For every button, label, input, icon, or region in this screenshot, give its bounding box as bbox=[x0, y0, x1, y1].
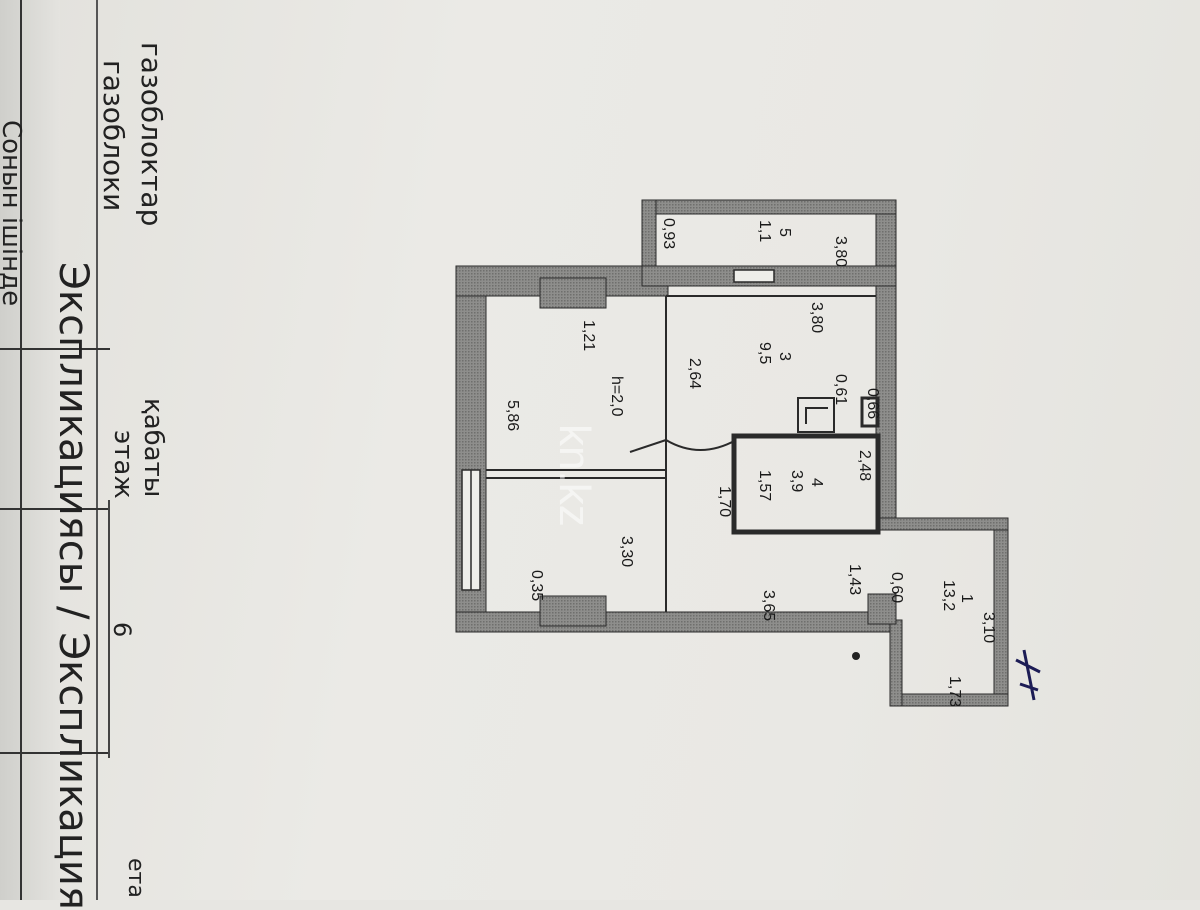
room-area: 13,2 bbox=[940, 580, 957, 611]
room-number: 3 bbox=[776, 352, 793, 361]
table-rule-left bbox=[20, 0, 22, 900]
shaft-fixture bbox=[860, 396, 880, 428]
sink-fixture bbox=[797, 397, 835, 433]
room-number: 5 bbox=[776, 228, 793, 237]
wall-entry-left bbox=[889, 619, 903, 707]
dim-label: 5,86 bbox=[504, 400, 521, 431]
table-rule-top bbox=[0, 348, 110, 350]
plan-labels: 3,80 0,93 5 1,1 1,21 3,80 2,64 3 9,5 0,6… bbox=[504, 218, 997, 707]
dim-label: 3,80 bbox=[808, 302, 825, 333]
dim-label: 3,65 bbox=[760, 590, 777, 621]
table-rule-2 bbox=[0, 508, 110, 510]
room-area: 1,1 bbox=[756, 220, 773, 242]
bathroom-walls bbox=[731, 433, 881, 535]
room-number: 4 bbox=[808, 478, 825, 487]
room-area: 9,5 bbox=[756, 342, 773, 364]
fixtures bbox=[629, 396, 880, 453]
dim-label: 0,35 bbox=[528, 570, 545, 601]
dim-label: 1,21 bbox=[580, 320, 597, 351]
paper-edge-shadow bbox=[0, 0, 60, 900]
door-swing bbox=[665, 439, 737, 451]
wall-entry-top bbox=[875, 517, 1009, 531]
chimney-top bbox=[539, 277, 607, 309]
dim-label: 0,93 bbox=[660, 218, 677, 249]
dim-label: 1,57 bbox=[756, 470, 773, 501]
room-number: 1 bbox=[958, 594, 975, 603]
dim-label: 2,48 bbox=[856, 450, 873, 481]
dim-label: 1,73 bbox=[946, 676, 963, 707]
table-rule-3 bbox=[0, 752, 110, 754]
room-area: 3,9 bbox=[788, 470, 805, 492]
wall-entry-right bbox=[993, 517, 1009, 705]
watermark: kn.kz bbox=[550, 424, 599, 527]
dim-label: 3,10 bbox=[980, 612, 997, 643]
chimney-bottom bbox=[539, 595, 607, 627]
dim-label: 0,60 bbox=[888, 572, 905, 603]
wall-bottom bbox=[455, 611, 897, 633]
table-rule-mid bbox=[96, 0, 98, 900]
pen-scribble bbox=[1015, 649, 1041, 701]
floor-underline bbox=[108, 500, 110, 758]
ceiling-height-label: h=2,0 bbox=[608, 376, 625, 417]
column-small bbox=[867, 593, 897, 625]
wall-balcony-top bbox=[641, 199, 897, 215]
dim-label: 0,66 bbox=[864, 388, 881, 419]
dim-label: 1,43 bbox=[846, 564, 863, 595]
dim-label: 0,61 bbox=[832, 374, 849, 405]
dim-label: 3,30 bbox=[618, 536, 635, 567]
windows bbox=[461, 269, 775, 591]
wall-balcony-left bbox=[641, 199, 657, 277]
dim-label: 2,64 bbox=[686, 358, 703, 389]
partitions bbox=[486, 295, 881, 612]
dim-label: 1,70 bbox=[716, 486, 733, 517]
dim-label: 3,80 bbox=[832, 236, 849, 267]
ink-dot bbox=[852, 652, 860, 660]
